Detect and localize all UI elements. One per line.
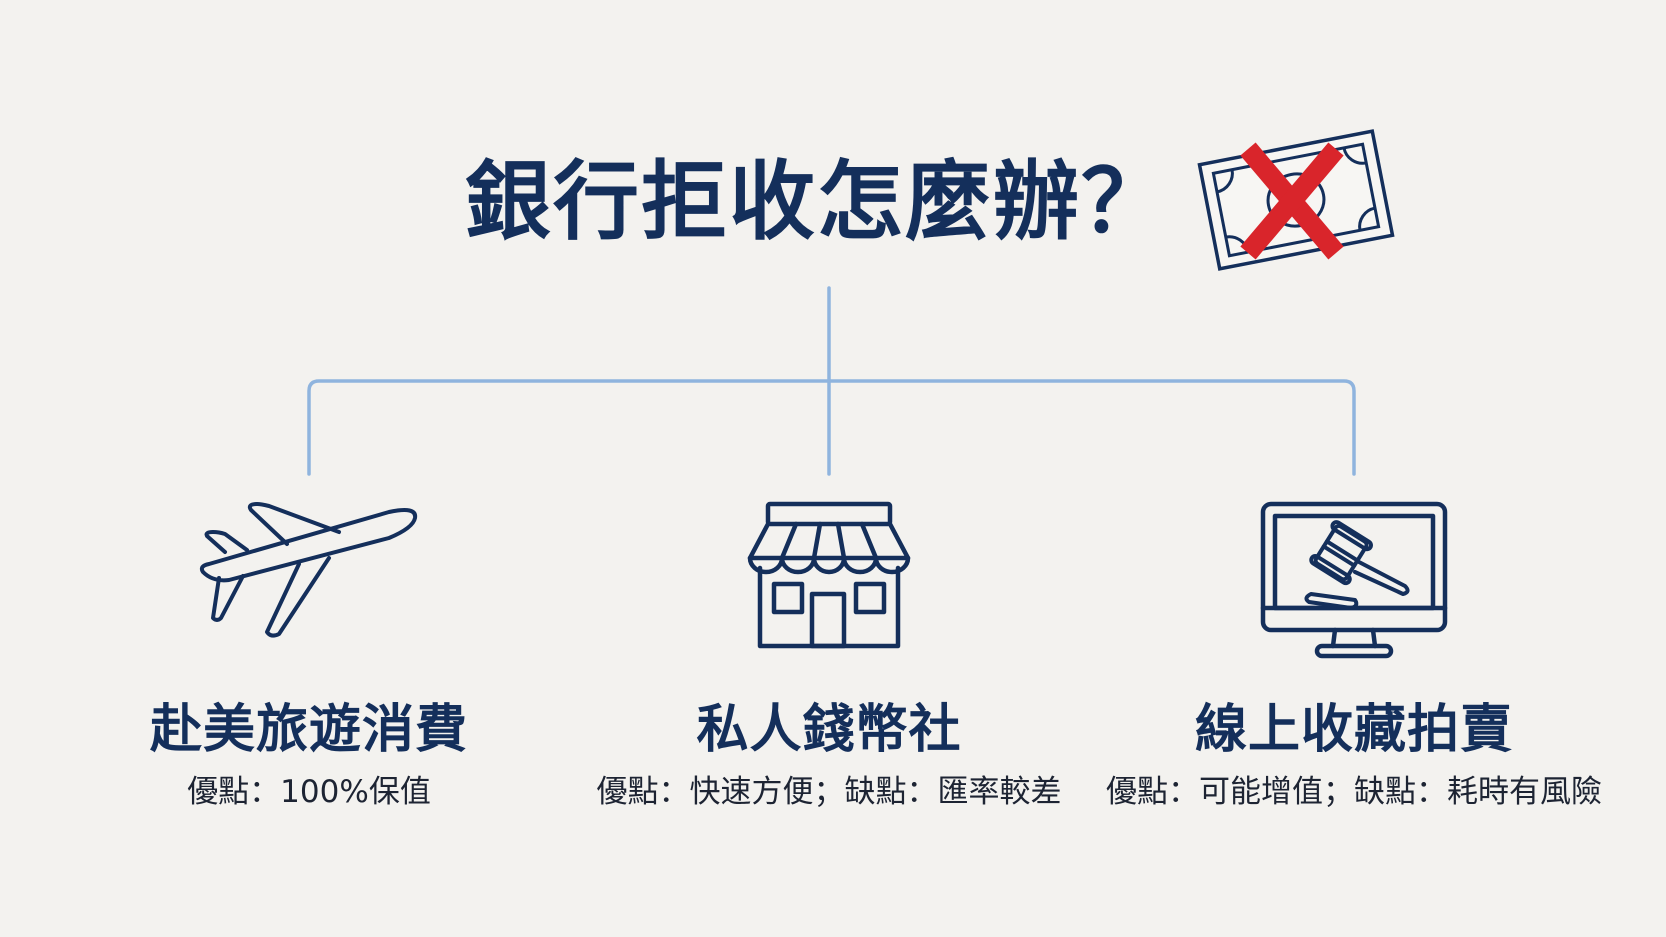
gavel-icon xyxy=(1304,520,1410,610)
option-description: 優點：可能增值；缺點：耗時有風險 xyxy=(1106,774,1602,810)
rejected-banknote-icon xyxy=(1197,129,1395,271)
option-description: 優點：快速方便；缺點：匯率較差 xyxy=(596,774,1062,810)
red-x-mark xyxy=(1240,142,1344,260)
online-auction-monitor-icon xyxy=(1260,501,1448,659)
option-title: 赴美旅遊消費 xyxy=(149,700,468,760)
option-title: 私人錢幣社 xyxy=(696,700,962,760)
page-title: 銀行拒收怎麼辦？ xyxy=(465,152,1169,252)
connector-branch-right xyxy=(827,379,1356,476)
option-description: 優點：100%保值 xyxy=(187,774,431,810)
storefront-icon xyxy=(747,501,911,649)
option-online-auction: 線上收藏拍賣 優點：可能增值；缺點：耗時有風險 xyxy=(1094,500,1614,812)
airplane-icon xyxy=(199,502,418,638)
option-title: 線上收藏拍賣 xyxy=(1194,700,1513,760)
header: 銀行拒收怎麼辦？ xyxy=(0,125,1666,285)
connector-branch-left xyxy=(307,379,831,476)
option-coin-shop: 私人錢幣社 優點：快速方便；缺點：匯率較差 xyxy=(569,500,1089,812)
option-travel: 赴美旅遊消費 優點：100%保值 xyxy=(49,500,569,812)
